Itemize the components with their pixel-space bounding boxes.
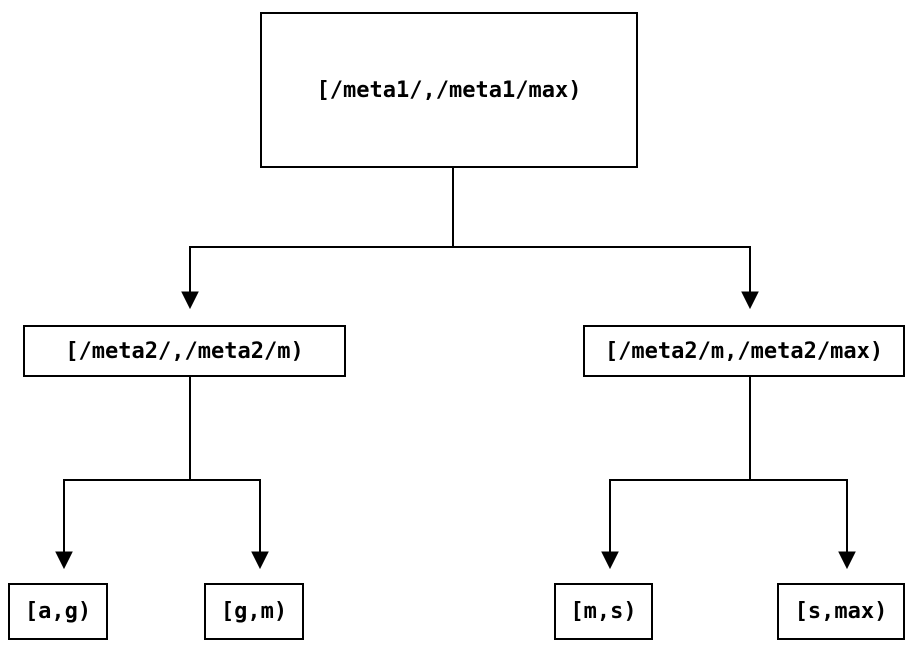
arrowhead-icon [181,291,199,310]
edge-root-to-meta2-right [452,168,759,310]
node-meta2-left-range: [/meta2/,/meta2/m) [23,325,346,377]
node-meta2-left-range-label: [/meta2/,/meta2/m) [65,338,304,364]
node-leaf-gm: [g,m) [204,583,304,640]
arrowhead-icon [601,551,619,570]
node-meta1-range-label: [/meta1/,/meta1/max) [316,77,582,103]
node-meta2-right-range-label: [/meta2/m,/meta2/max) [604,338,884,364]
node-leaf-smax: [s,max) [777,583,905,640]
edge-meta2-right-to-leaf-ms [601,377,751,570]
edge-meta2-right-to-leaf-smax [749,377,856,570]
arrowhead-icon [741,291,759,310]
arrowhead-icon [251,551,269,570]
edge-meta2-left-to-leaf-ag [55,377,191,570]
edge-meta2-left-to-leaf-gm [189,377,269,570]
arrowhead-icon [55,551,73,570]
node-leaf-ms-label: [m,s) [570,599,637,624]
node-leaf-ag: [a,g) [8,583,108,640]
node-leaf-ag-label: [a,g) [24,599,92,624]
arrowhead-icon [838,551,856,570]
node-leaf-ms: [m,s) [554,583,653,640]
node-meta2-right-range: [/meta2/m,/meta2/max) [583,325,905,377]
edge-root-to-meta2-left [181,168,454,310]
node-meta1-range: [/meta1/,/meta1/max) [260,12,638,168]
node-leaf-smax-label: [s,max) [794,599,888,624]
node-leaf-gm-label: [g,m) [220,599,288,624]
